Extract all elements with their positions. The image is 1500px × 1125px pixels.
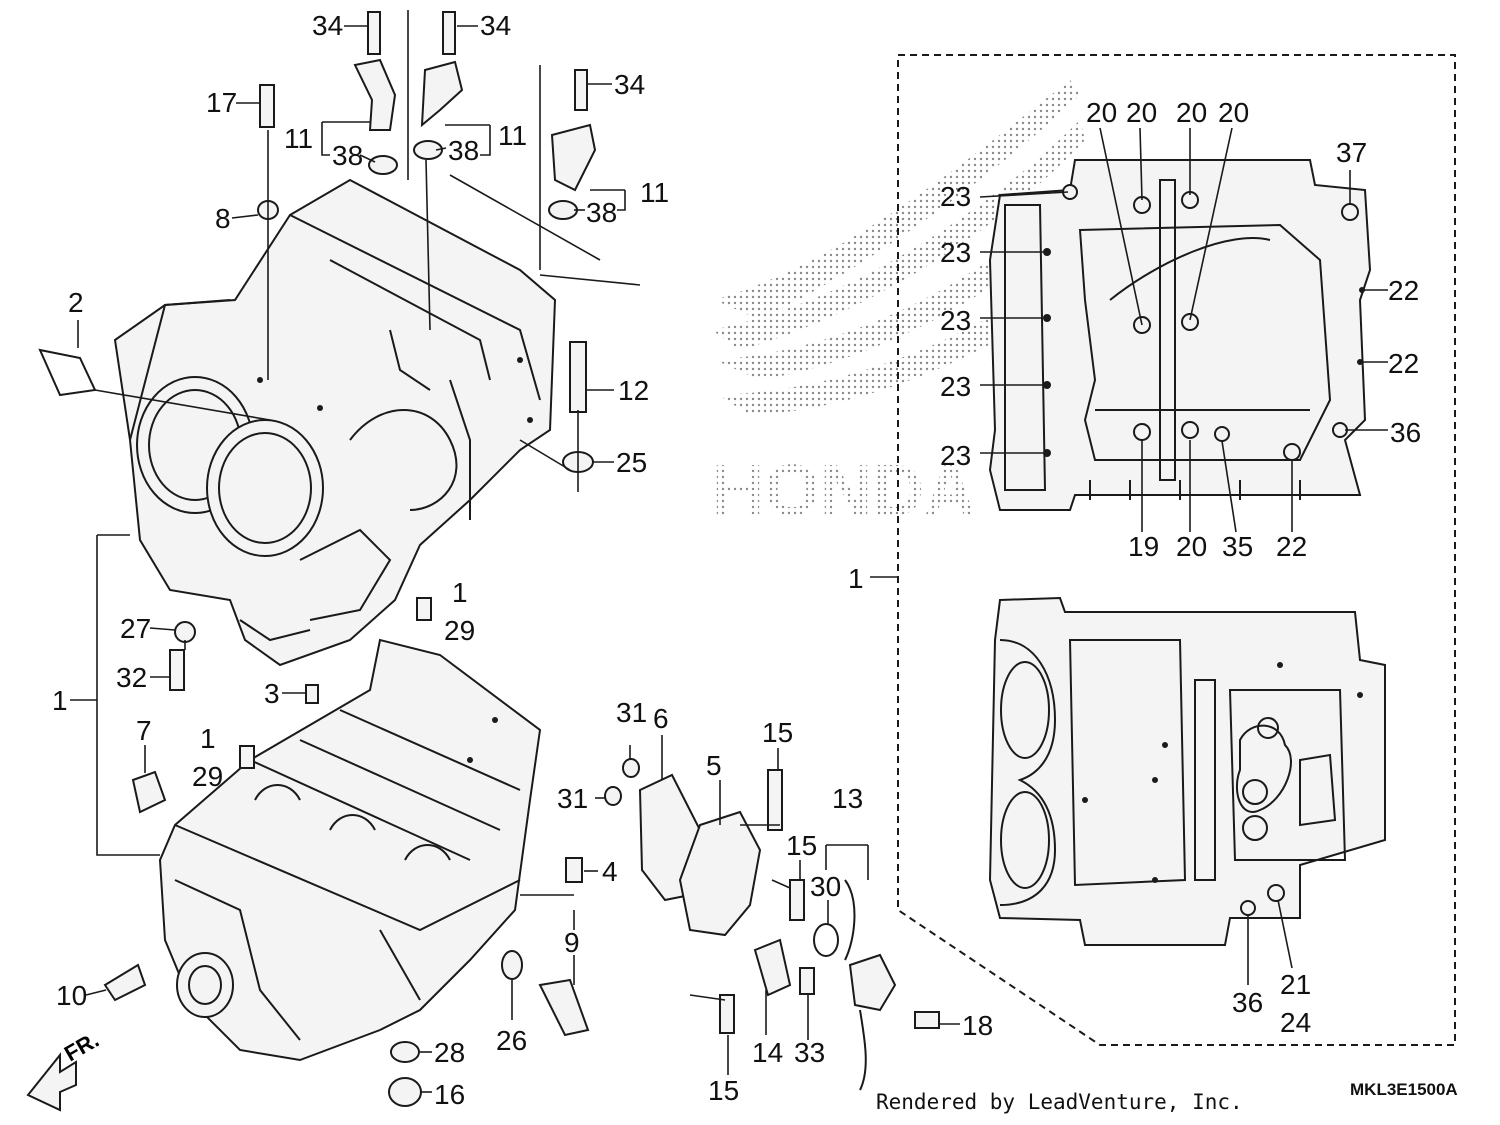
callout-35: 35 xyxy=(1222,531,1253,562)
callout-31: 31 xyxy=(557,783,588,814)
callout-38: 38 xyxy=(332,140,363,171)
callout-20: 20 xyxy=(1126,97,1157,128)
starter-group xyxy=(638,769,940,1091)
callout-22: 22 xyxy=(1388,275,1419,306)
callout-15: 15 xyxy=(708,1075,739,1106)
callout-6: 6 xyxy=(653,703,669,734)
callout-21: 21 xyxy=(1280,969,1311,1000)
callout-1: 1 xyxy=(848,563,864,594)
callout-31: 31 xyxy=(616,697,647,728)
upper-crankcase xyxy=(38,178,557,667)
callout-20: 20 xyxy=(1176,97,1207,128)
credit-text: Rendered by LeadVenture, Inc. xyxy=(876,1090,1243,1114)
callout-7: 7 xyxy=(136,715,152,746)
callout-34: 34 xyxy=(614,69,645,100)
callout-36: 36 xyxy=(1390,417,1421,448)
callout-11: 11 xyxy=(498,120,527,151)
callout-25: 25 xyxy=(616,447,647,478)
callout-13: 13 xyxy=(832,783,863,814)
callout-26: 26 xyxy=(496,1025,527,1056)
callout-11: 11 xyxy=(284,123,313,154)
drawing-code: MKL3E1500A xyxy=(1350,1080,1458,1099)
callout-20: 20 xyxy=(1218,97,1249,128)
callout-4: 4 xyxy=(602,856,618,887)
callout-30: 30 xyxy=(810,871,841,902)
callout-34: 34 xyxy=(480,10,511,41)
callout-22: 22 xyxy=(1388,348,1419,379)
callout-8: 8 xyxy=(215,203,231,234)
callout-38: 38 xyxy=(586,197,617,228)
callout-24: 24 xyxy=(1280,1007,1311,1038)
callout-5: 5 xyxy=(706,750,722,781)
callout-9: 9 xyxy=(564,927,580,958)
callout-34: 34 xyxy=(312,10,343,41)
lower-crankcase-face-view xyxy=(988,596,1386,946)
callout-32: 32 xyxy=(116,662,147,693)
callout-20: 20 xyxy=(1176,531,1207,562)
honda-wing-watermark: HONDA xyxy=(712,80,1090,531)
callout-28: 28 xyxy=(434,1037,465,1068)
callout-1: 1 xyxy=(452,577,468,608)
honda-logo-text: HONDA xyxy=(712,451,976,531)
callout-19: 19 xyxy=(1128,531,1159,562)
callout-3: 3 xyxy=(264,678,280,709)
callout-1: 1 xyxy=(52,685,68,716)
callout-23: 23 xyxy=(940,237,971,268)
callout-33: 33 xyxy=(794,1037,825,1068)
front-arrow-icon: FR. xyxy=(26,1027,103,1112)
callout-18: 18 xyxy=(962,1010,993,1041)
leader-lines xyxy=(70,10,1388,1093)
callout-29: 29 xyxy=(192,761,223,792)
callout-15: 15 xyxy=(786,830,817,861)
callout-1: 1 xyxy=(200,723,216,754)
callout-23: 23 xyxy=(940,181,971,212)
callout-20: 20 xyxy=(1086,97,1117,128)
front-marker-label: FR. xyxy=(60,1027,103,1066)
speed-sensor-parts xyxy=(103,11,640,1107)
upper-crankcase-face-view xyxy=(988,159,1372,511)
callout-17: 17 xyxy=(206,87,237,118)
callout-22: 22 xyxy=(1276,531,1307,562)
lower-crankcase xyxy=(158,638,542,1062)
callout-27: 27 xyxy=(120,613,151,644)
callout-15: 15 xyxy=(762,717,793,748)
callout-23: 23 xyxy=(940,371,971,402)
callout-10: 10 xyxy=(56,980,87,1011)
callout-23: 23 xyxy=(940,305,971,336)
callout-12: 12 xyxy=(618,375,649,406)
callout-labels: 34 34 34 17 11 11 11 38 38 38 8 2 12 25 … xyxy=(52,10,1421,1110)
callout-11: 11 xyxy=(640,177,669,208)
callout-38: 38 xyxy=(448,135,479,166)
callout-36: 36 xyxy=(1232,987,1263,1018)
callout-2: 2 xyxy=(68,287,84,318)
callout-29: 29 xyxy=(444,615,475,646)
callout-16: 16 xyxy=(434,1079,465,1110)
callout-37: 37 xyxy=(1336,137,1367,168)
callout-14: 14 xyxy=(752,1037,783,1068)
callout-23: 23 xyxy=(940,440,971,471)
